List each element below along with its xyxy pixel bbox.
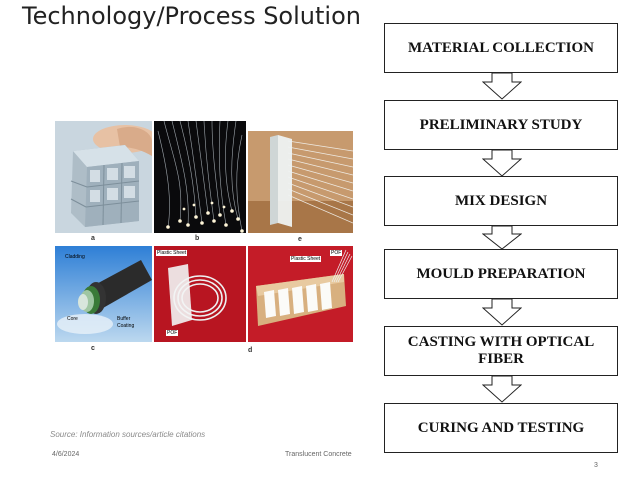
photo-mould-with-fibers: Plastic Sheet POF	[248, 246, 353, 342]
translucent-concrete-figure: a	[55, 121, 353, 357]
flow-step-mould-preparation: MOULD PREPARATION	[384, 249, 618, 299]
label-plastic-sheet-1: Plastic Sheet	[156, 250, 188, 256]
flow-step-material-collection: MATERIAL COLLECTION	[384, 23, 618, 73]
footer-date: 4/6/2024	[52, 451, 80, 458]
photo-translucent-cube	[55, 121, 152, 233]
label-cladding: Cladding	[65, 254, 85, 260]
caption-a: a	[91, 235, 95, 242]
photo-plastic-sheet: Plastic Sheet POF	[154, 246, 246, 342]
caption-b: b	[195, 235, 200, 242]
caption-c: c	[91, 345, 95, 352]
flow-arrow-1	[482, 73, 522, 100]
label-buffer: Buffer	[117, 316, 131, 322]
page-number: 3	[594, 462, 598, 469]
flow-arrow-2	[482, 150, 522, 177]
flow-step-curing-and-testing: CURING AND TESTING	[384, 403, 618, 453]
flow-step-preliminary-study: PRELIMINARY STUDY	[384, 100, 618, 150]
label-core: Core	[67, 316, 78, 322]
photo-optical-fibers	[154, 121, 246, 233]
photo-fiber-structure: Cladding Core Buffer Coating	[55, 246, 152, 342]
slide-title: Technology/Process Solution	[22, 2, 361, 30]
flow-arrow-3	[482, 226, 522, 250]
photo-fiber-plate	[248, 131, 353, 233]
caption-d: d	[248, 347, 253, 354]
label-plastic-sheet-2: Plastic Sheet	[290, 256, 322, 262]
footer-presentation-title: Translucent Concrete	[285, 451, 352, 458]
label-coating: Coating	[117, 323, 135, 329]
label-pof-1: POF	[166, 330, 179, 336]
flow-arrow-5	[482, 376, 522, 403]
flow-step-mix-design: MIX DESIGN	[384, 176, 618, 226]
label-pof-2: POF	[330, 250, 343, 256]
flow-arrow-4	[482, 299, 522, 326]
source-citation: Source: Information sources/article cita…	[50, 430, 206, 439]
caption-e: e	[298, 236, 302, 243]
flow-step-casting-with-optical-fiber: CASTING WITH OPTICAL FIBER	[384, 326, 618, 376]
